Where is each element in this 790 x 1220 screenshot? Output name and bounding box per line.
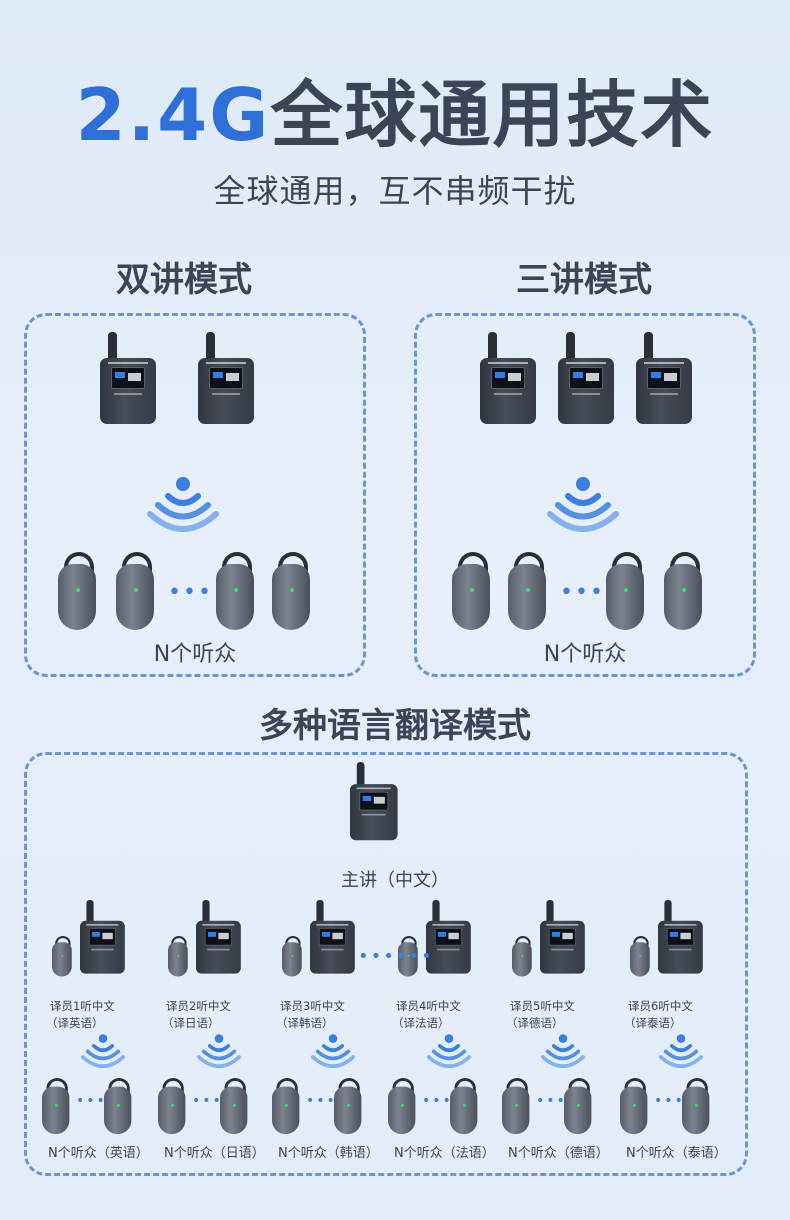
earpiece-icon	[52, 936, 73, 977]
title-rest: 全球通用技术	[270, 73, 715, 157]
earpiece-icon	[272, 552, 312, 630]
dual-audience-label: N个听众	[153, 642, 237, 667]
earpiece-icon	[58, 552, 98, 630]
earpiece-icon	[508, 552, 548, 630]
ellipsis-dots: •••	[306, 1093, 337, 1109]
translator-language: （译法语）	[392, 1016, 450, 1030]
audience-label: N个听众（英语）	[48, 1146, 149, 1161]
transmitter-icon	[426, 900, 471, 974]
ellipsis-dots: •••	[76, 1093, 107, 1109]
audience-label: N个听众（法语）	[394, 1146, 495, 1161]
earpiece-icon	[104, 1078, 133, 1135]
audience-label: N个听众（德语）	[508, 1146, 609, 1161]
translator-label: 译员3听中文	[280, 999, 345, 1013]
signal-icon	[540, 1034, 586, 1068]
ellipsis-dots: •••	[536, 1093, 567, 1109]
earpiece-icon	[450, 1078, 479, 1135]
dual-mode-title: 双讲模式	[116, 260, 252, 300]
translator-label: 译员1听中文	[50, 999, 115, 1013]
transmitter-icon	[636, 332, 692, 424]
multi-mode-panel	[24, 752, 748, 1176]
earpiece-icon	[334, 1078, 363, 1135]
earpiece-icon	[216, 552, 256, 630]
transmitter-icon	[310, 900, 355, 974]
translator-label: 译员2听中文	[166, 999, 231, 1013]
earpiece-icon	[42, 1078, 71, 1135]
translator-language: （译日语）	[162, 1016, 220, 1030]
dual-mode-panel	[24, 313, 366, 677]
earpiece-icon	[282, 936, 303, 977]
translator-language: （译德语）	[506, 1016, 564, 1030]
ellipsis-dots: •••	[422, 1093, 453, 1109]
signal-icon	[147, 477, 219, 532]
transmitter-icon	[480, 332, 536, 424]
translator-label: 译员6听中文	[628, 999, 693, 1013]
earpiece-icon	[158, 1078, 187, 1135]
transmitter-icon	[100, 332, 156, 424]
ellipsis-dots: •••	[192, 1093, 223, 1109]
transmitter-icon	[658, 900, 703, 974]
earpiece-icon	[620, 1078, 649, 1135]
earpiece-icon	[502, 1078, 531, 1135]
audience-label: N个听众（泰语）	[626, 1146, 727, 1161]
translator-language: （译英语）	[46, 1016, 104, 1030]
triple-audience-label: N个听众	[543, 642, 627, 667]
translator-language: （译韩语）	[276, 1016, 334, 1030]
transmitter-icon	[540, 900, 585, 974]
triple-mode-title: 三讲模式	[516, 260, 652, 300]
signal-icon	[426, 1034, 472, 1068]
title-highlight: 2.4G	[75, 73, 271, 157]
transmitter-icon	[198, 332, 254, 424]
translator-language: （译泰语）	[624, 1016, 682, 1030]
main-speaker-label: 主讲（中文）	[341, 870, 449, 891]
transmitter-icon	[350, 762, 398, 841]
earpiece-icon	[272, 1078, 301, 1135]
signal-icon	[196, 1034, 242, 1068]
page-title: 2.4G全球通用技术	[0, 56, 790, 161]
earpiece-icon	[630, 936, 651, 977]
earpiece-icon	[398, 936, 419, 977]
earpiece-icon	[682, 1078, 711, 1135]
earpiece-icon	[564, 1078, 593, 1135]
page-subtitle: 全球通用，互不串频干扰	[213, 172, 577, 210]
earpiece-icon	[512, 936, 533, 977]
transmitter-icon	[196, 900, 241, 974]
multi-mode-title: 多种语言翻译模式	[259, 706, 531, 746]
earpiece-icon	[452, 552, 492, 630]
earpiece-icon	[116, 552, 156, 630]
signal-icon	[80, 1034, 126, 1068]
signal-icon	[547, 477, 619, 532]
transmitter-icon	[80, 900, 125, 974]
audience-label: N个听众（日语）	[164, 1146, 265, 1161]
ellipsis-dots: ••••••	[358, 946, 434, 967]
earpiece-icon	[606, 552, 646, 630]
earpiece-icon	[168, 936, 189, 977]
translator-label: 译员4听中文	[396, 999, 461, 1013]
earpiece-icon	[664, 552, 704, 630]
ellipsis-dots: •••	[654, 1093, 685, 1109]
earpiece-icon	[220, 1078, 249, 1135]
signal-icon	[310, 1034, 356, 1068]
audience-label: N个听众（韩语）	[278, 1146, 379, 1161]
triple-mode-panel	[414, 313, 756, 677]
earpiece-icon	[388, 1078, 417, 1135]
transmitter-icon	[558, 332, 614, 424]
translator-label: 译员5听中文	[510, 999, 575, 1013]
signal-icon	[658, 1034, 704, 1068]
